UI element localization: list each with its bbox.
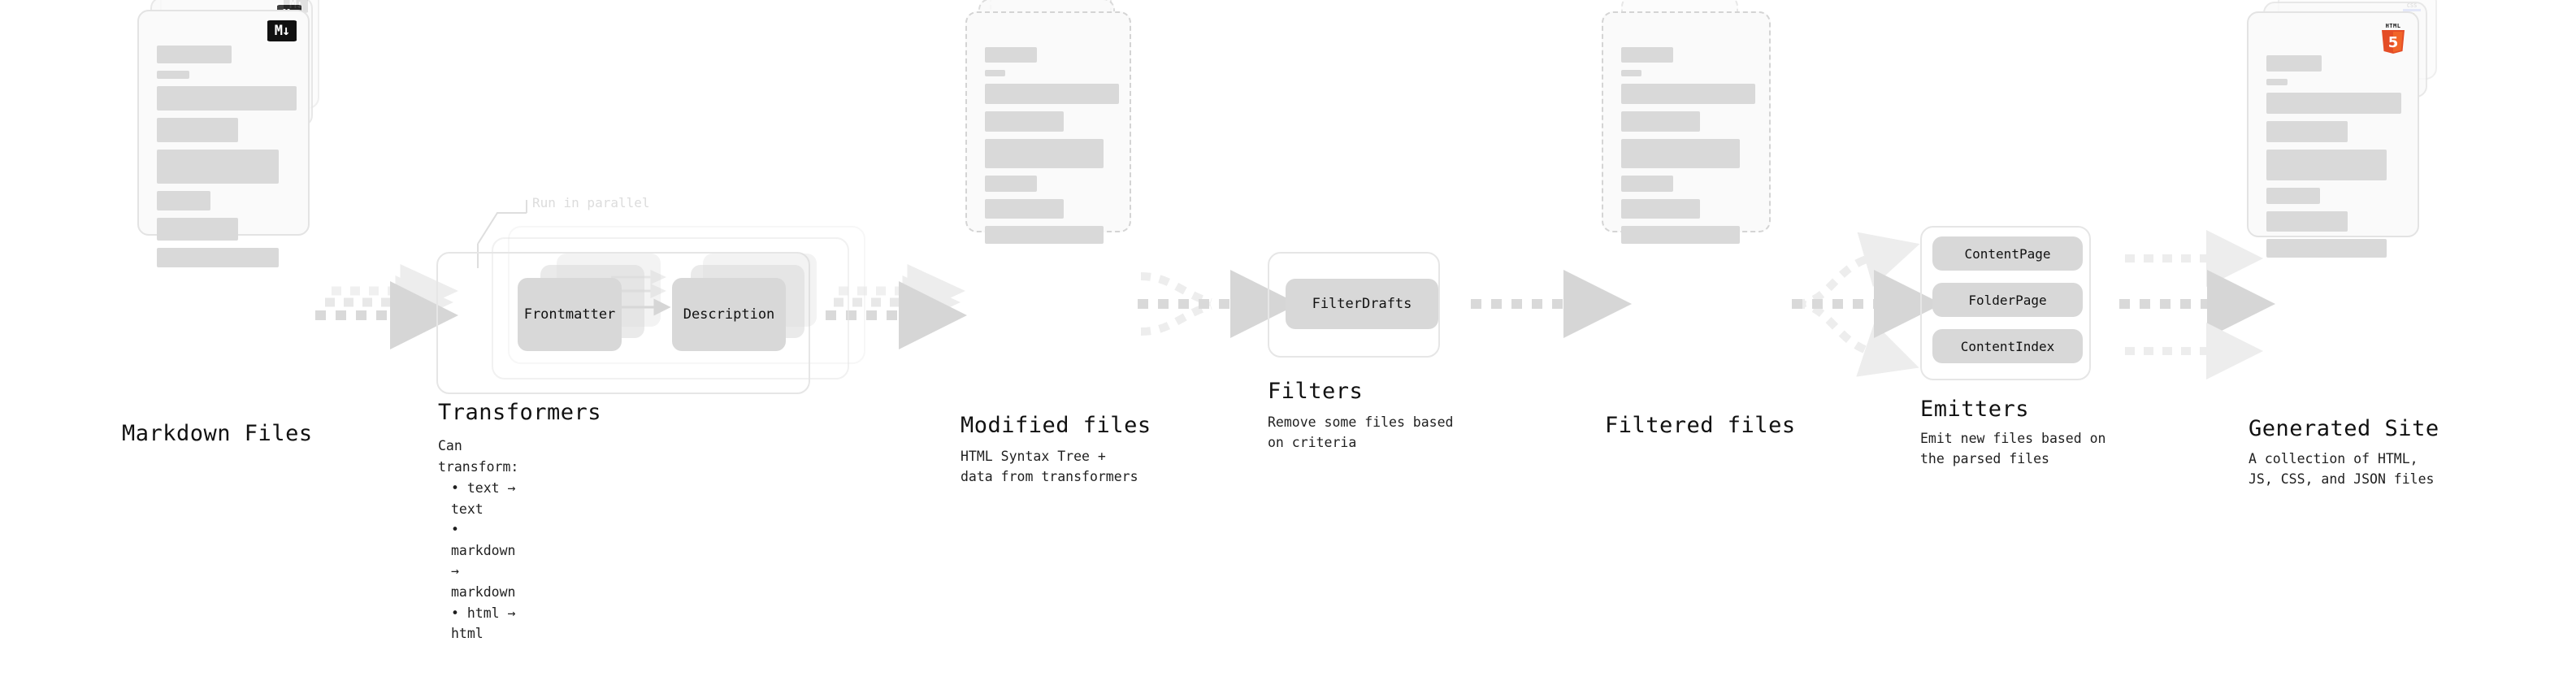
- doc-line: [985, 226, 1104, 244]
- filtered-doc-front[interactable]: [1602, 11, 1771, 244]
- transformer-box-ghost-2: [508, 226, 865, 364]
- doc-line: [1621, 111, 1700, 132]
- doc-line: [157, 191, 210, 210]
- connector-markdown-to-transformers: [315, 264, 458, 349]
- filtered-doc-stack: [1589, 0, 1776, 260]
- doc-line: [157, 218, 238, 241]
- doc-line: [157, 46, 232, 63]
- filters-title: Filters: [1268, 379, 1364, 404]
- doc-line: [985, 176, 1037, 192]
- doc-line: [2266, 188, 2320, 204]
- transformer-chip-description-label: Description: [683, 306, 775, 323]
- transformers-bullet-list: text → text markdown → markdown html → h…: [438, 478, 518, 644]
- transformer-chip-frontmatter[interactable]: Frontmatter: [518, 278, 622, 351]
- transformer-chip-frontmatter-label: Frontmatter: [523, 306, 616, 323]
- filters-chip-filterdrafts-label: FilterDrafts: [1312, 296, 1412, 312]
- doc-line: [985, 70, 1005, 76]
- doc-line: [157, 150, 279, 184]
- filters-chip-filterdrafts[interactable]: FilterDrafts: [1286, 279, 1438, 329]
- doc-line: [1621, 176, 1673, 192]
- doc-line: [985, 47, 1037, 63]
- filtered-doc-lines: [1621, 47, 1755, 251]
- transformers-bullet-item: html → html: [451, 603, 518, 644]
- emitters-chip-contentindex[interactable]: ContentIndex: [1932, 329, 2083, 363]
- doc-line: [1621, 226, 1740, 244]
- connector-modified-to-filters: [1138, 270, 1299, 338]
- transformers-bullet-item: markdown → markdown: [451, 519, 518, 602]
- emitters-chip-contentindex-label: ContentIndex: [1960, 338, 2055, 354]
- doc-line: [2266, 121, 2348, 142]
- markdown-icon-label: M↓: [266, 19, 298, 43]
- modified-doc-front[interactable]: [965, 11, 1131, 244]
- transformer-box: [436, 252, 810, 394]
- markdown-icon: M↓: [266, 19, 298, 43]
- markdown-doc-front[interactable]: M↓: [137, 10, 310, 267]
- markdown-doc-stack: M↓ M↓ M↓: [126, 0, 321, 267]
- filters-box: [1268, 252, 1440, 358]
- html5-icon: HTML 5: [2382, 23, 2405, 54]
- svg-text:5: 5: [2388, 34, 2399, 51]
- transformers-bullet-item: text → text: [451, 478, 518, 519]
- transformer-box-ghost-1: [492, 237, 849, 380]
- doc-line: [2266, 79, 2288, 85]
- run-in-parallel-label: Run in parallel: [532, 195, 650, 210]
- doc-line: [1621, 70, 1641, 76]
- svg-text:HTML: HTML: [2386, 23, 2401, 29]
- modified-doc-stack: [951, 0, 1138, 260]
- transformers-bullets-header: Can transform:: [438, 438, 519, 475]
- stage-modified-files: Modified files HTML Syntax Tree + data f…: [951, 0, 1151, 484]
- doc-line: [985, 84, 1119, 104]
- emitters-chip-contentpage[interactable]: ContentPage: [1932, 236, 2083, 271]
- markdown-files-title: Markdown Files: [122, 421, 313, 446]
- doc-line: [985, 199, 1064, 219]
- connector-filtered-to-emitters: [1792, 232, 1942, 377]
- modified-doc-lines: [985, 47, 1119, 251]
- emitters-box: [1920, 226, 2091, 380]
- generated-site-title: Generated Site: [2249, 416, 2439, 441]
- doc-line: [157, 248, 279, 267]
- doc-line: [985, 139, 1104, 168]
- doc-line: [1621, 47, 1673, 63]
- emitters-chip-contentpage-label: ContentPage: [1964, 245, 2051, 262]
- doc-line: [1621, 84, 1755, 104]
- doc-line: [157, 118, 238, 142]
- doc-line: [157, 71, 189, 79]
- doc-line: [2266, 239, 2387, 258]
- stage-filtered-files: Filtered files: [1589, 0, 1795, 438]
- site-doc-lines: [2266, 55, 2403, 265]
- doc-line: [2266, 211, 2348, 232]
- site-doc-stack: CSS HTML 5: [2239, 0, 2450, 260]
- emitters-caption: Emit new files based on the parsed files: [1920, 431, 2106, 466]
- doc-line: [1621, 139, 1740, 168]
- emitters-chip-folderpage[interactable]: FolderPage: [1932, 283, 2083, 317]
- doc-line: [157, 86, 297, 111]
- emitters-chip-folderpage-label: FolderPage: [1968, 292, 2047, 308]
- transformers-bullets: Can transform: text → text markdown → ma…: [438, 436, 518, 644]
- transformers-title: Transformers: [438, 400, 602, 425]
- filters-caption: Remove some files based on criteria: [1268, 414, 1454, 450]
- stage-generated-site: CSS HTML 5: [2239, 0, 2450, 487]
- modified-files-title: Modified files: [961, 413, 1151, 438]
- stage-markdown-files: M↓ M↓ M↓: [122, 0, 321, 446]
- filtered-files-title: Filtered files: [1605, 413, 1796, 438]
- doc-line: [2266, 150, 2387, 180]
- doc-line: [2266, 93, 2401, 114]
- connector-emitters-to-site: [2119, 230, 2275, 380]
- emitters-title: Emitters: [1920, 397, 2030, 422]
- doc-line: [1621, 199, 1700, 219]
- modified-files-caption: HTML Syntax Tree + data from transformer…: [961, 449, 1138, 484]
- doc-line: [2266, 55, 2322, 72]
- transformer-chip-description[interactable]: Description: [672, 278, 786, 351]
- markdown-doc-lines: [157, 46, 297, 275]
- generated-site-caption: A collection of HTML, JS, CSS, and JSON …: [2249, 451, 2435, 487]
- site-doc-front[interactable]: HTML 5: [2247, 11, 2419, 258]
- doc-line: [985, 111, 1064, 132]
